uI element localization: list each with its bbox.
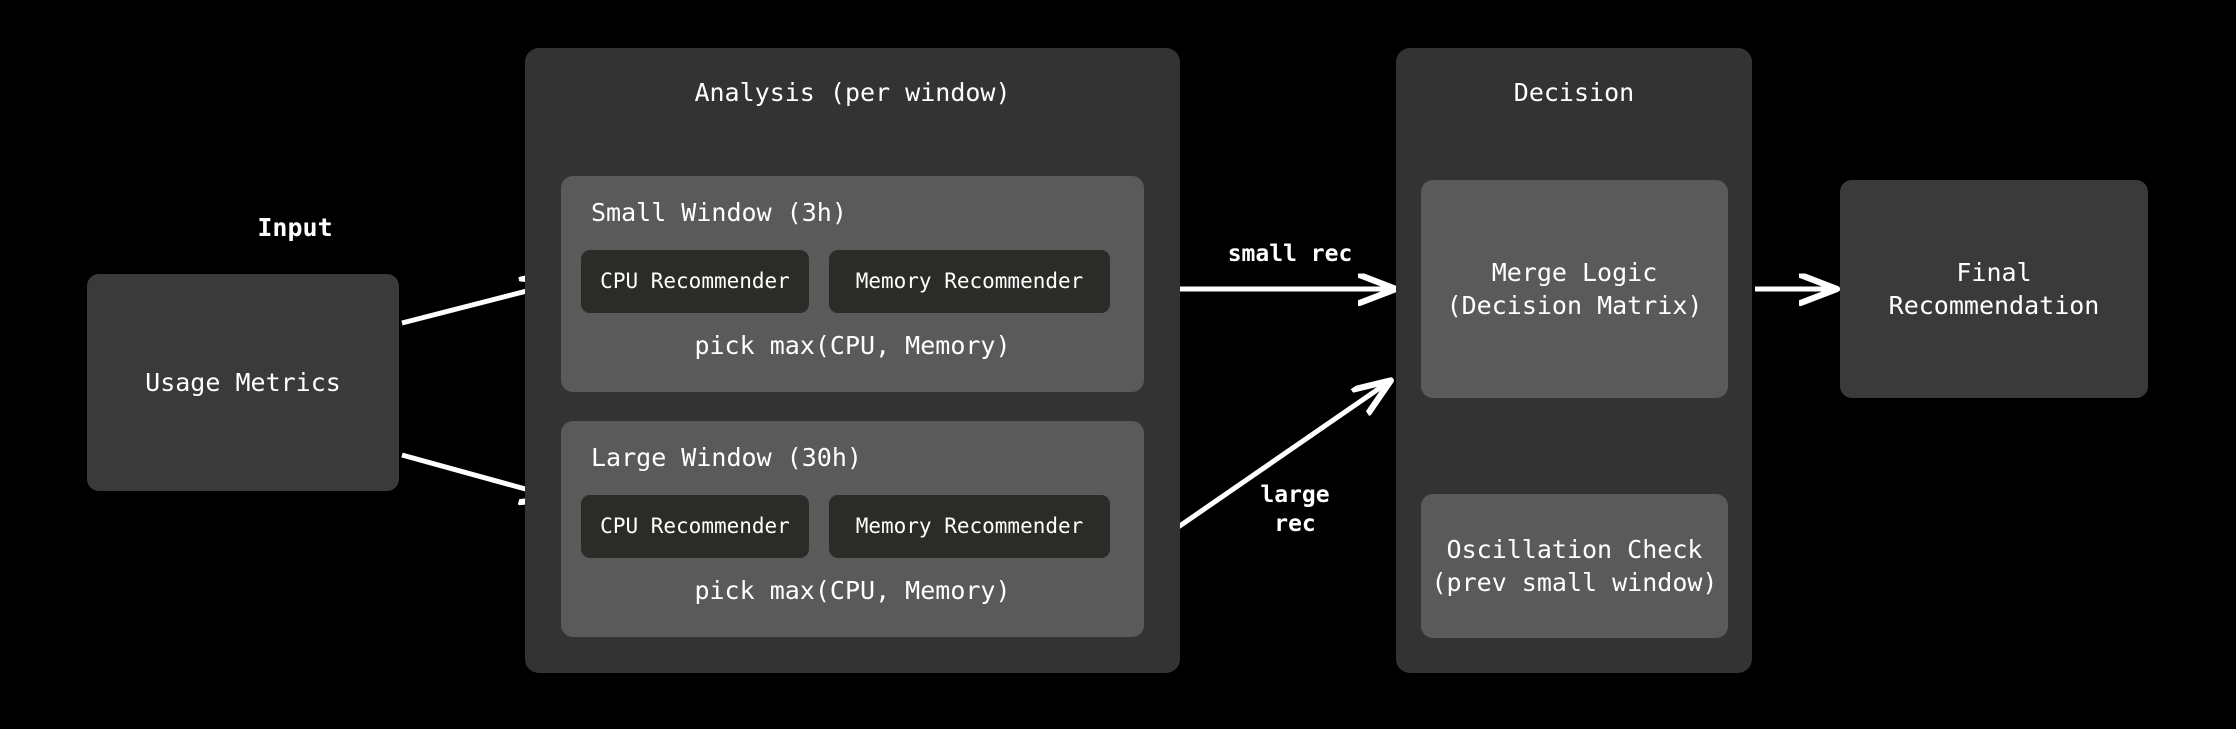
panel-small-window-title: Small Window (3h) <box>591 198 847 227</box>
panel-large-window-footer: pick max(CPU, Memory) <box>694 576 1011 605</box>
input-label: Input <box>257 213 333 242</box>
node-oscillation-check[interactable]: Oscillation Check (prev small window) <box>1421 494 1728 638</box>
edge-label-small-rec: small rec <box>1227 241 1353 267</box>
node-final-recommendation[interactable]: Final Recommendation <box>1840 180 2148 398</box>
panel-small-window: Small Window (3h) CPU Recommender Memory… <box>561 176 1144 392</box>
node-small-memory-recommender[interactable]: Memory Recommender <box>829 250 1110 313</box>
cluster-analysis-title: Analysis (per window) <box>694 78 1011 107</box>
edge-label-large-rec: large rec <box>1260 482 1330 538</box>
node-small-cpu-recommender[interactable]: CPU Recommender <box>581 250 809 313</box>
node-merge-logic[interactable]: Merge Logic (Decision Matrix) <box>1421 180 1728 398</box>
panel-large-window: Large Window (30h) CPU Recommender Memor… <box>561 421 1144 637</box>
panel-small-window-footer: pick max(CPU, Memory) <box>694 331 1011 360</box>
panel-large-window-title: Large Window (30h) <box>591 443 862 472</box>
node-large-cpu-recommender[interactable]: CPU Recommender <box>581 495 809 558</box>
node-usage-metrics[interactable]: Usage Metrics <box>87 274 399 491</box>
node-large-memory-recommender[interactable]: Memory Recommender <box>829 495 1110 558</box>
cluster-decision-title: Decision <box>1513 78 1635 107</box>
